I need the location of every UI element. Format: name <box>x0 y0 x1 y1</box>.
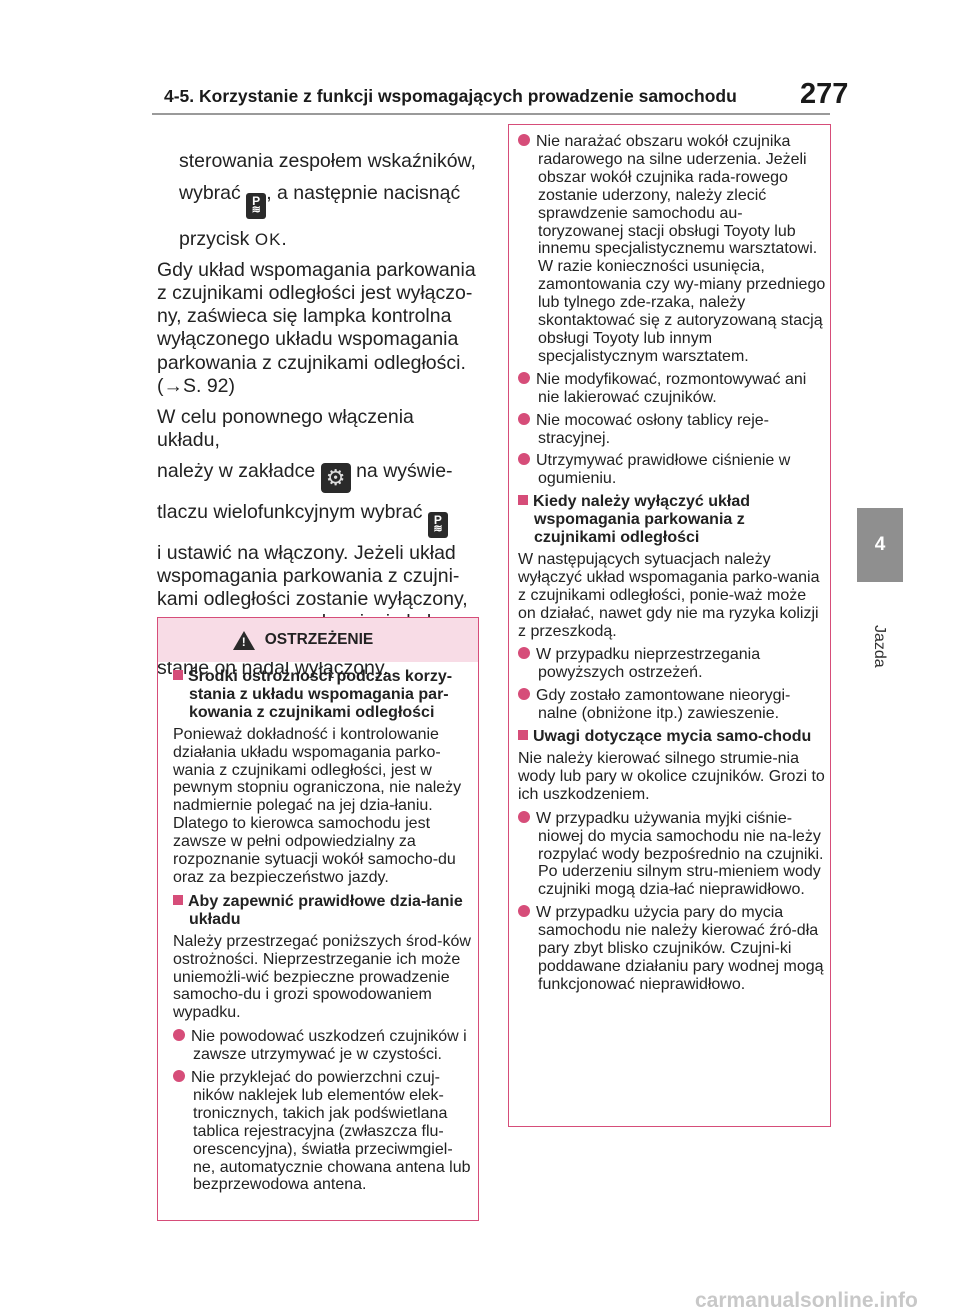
left-paragraph-3b: należy w zakładce ⚙ na wyświe- <box>157 460 479 493</box>
ok-button-glyph: OK <box>254 230 282 250</box>
left-paragraph-1c: przycisk OK. <box>157 228 479 251</box>
right-bullet-2: Nie modyfikować, rozmontowywać ani nie l… <box>518 371 826 407</box>
warning-bullet-2: Nie przyklejać do powierzchni czuj-ników… <box>173 1069 472 1194</box>
text: Aby zapewnić prawidłowe dzia-łanie układ… <box>188 892 463 928</box>
text: Gdy zostało zamontowane nieorygi-nalne (… <box>536 687 791 723</box>
bullet-dot-icon <box>518 371 530 384</box>
bullet-dot-icon <box>518 412 530 425</box>
text: Nie mocować osłony tablicy reje-stracyjn… <box>536 411 769 447</box>
warning-triangle-icon: ! <box>232 630 255 650</box>
bullet-dot-icon <box>518 647 530 660</box>
text: . <box>281 228 287 251</box>
parking-sensor-icon: P <box>246 193 267 220</box>
text: W przypadku użycia pary do mycia samocho… <box>536 904 824 993</box>
page-header-title: 4-5. Korzystanie z funkcji wspomagającyc… <box>164 86 737 106</box>
text: Nie narażać obszaru wokół czujnika radar… <box>536 133 826 365</box>
right-bullet-7: W przypadku używania myjki ciśnie-niowej… <box>518 810 826 900</box>
warning-label: OSTRZEŻENIE <box>264 631 374 648</box>
right-heading-2: Uwagi dotyczące mycia samo-chodu <box>518 728 826 746</box>
right-bullet-3: Nie mocować osłony tablicy reje-stracyjn… <box>518 412 826 448</box>
warning-box: ! OSTRZEŻENIE Środki ostrożności podczas… <box>157 617 479 1221</box>
right-bullet-8: W przypadku użycia pary do mycia samocho… <box>518 904 826 994</box>
text: Nie przyklejać do powierzchni czuj-ników… <box>191 1069 471 1194</box>
page-number: 277 <box>800 78 849 110</box>
watermark: carmanualsonline.info <box>695 1289 918 1312</box>
text: Nie modyfikować, rozmontowywać ani nie l… <box>536 370 807 406</box>
warning-content: Środki ostrożności podczas korzy-stania … <box>158 662 478 1194</box>
bullet-dot-icon <box>518 688 530 701</box>
bullet-dot-icon <box>518 134 530 146</box>
header-divider <box>152 113 830 115</box>
left-column: sterowania zespołem wskaźników, wybrać P… <box>157 150 479 681</box>
text: Środki ostrożności podczas korzy-stania … <box>188 668 453 721</box>
right-bullet-4: Utrzymywać prawidłowe ciśnienie w ogumie… <box>518 452 826 488</box>
right-bullet-5: W przypadku nieprzestrzegania powyższych… <box>518 646 826 682</box>
text: należy w zakładce <box>157 459 321 482</box>
text: Uwagi dotyczące mycia samo-chodu <box>533 728 812 746</box>
bullet-dot-icon <box>518 810 530 823</box>
square-bullet-icon <box>173 894 183 905</box>
warning-header: ! OSTRZEŻENIE <box>158 618 478 662</box>
warning-heading-2: Aby zapewnić prawidłowe dzia-łanie układ… <box>173 893 472 929</box>
chapter-label: Jazda <box>871 625 888 668</box>
left-paragraph-2: Gdy układ wspomagania parkowania z czujn… <box>157 259 476 374</box>
right-text-2: Nie należy kierować silnego strumie-nia … <box>518 750 825 803</box>
warning-text-1: Ponieważ dokładność i kontrolowanie dzia… <box>173 725 462 886</box>
bullet-dot-icon <box>518 905 530 918</box>
bullet-dot-icon <box>173 1029 185 1042</box>
left-paragraph-1b: wybrać P, a następnie nacisnąć <box>157 182 479 220</box>
text: , a następnie nacisnąć <box>266 182 461 205</box>
square-bullet-icon <box>173 670 183 680</box>
square-bullet-icon <box>518 495 528 506</box>
text: Utrzymywać prawidłowe ciśnienie w ogumie… <box>536 452 791 488</box>
left-paragraph-2-ref: (→S. 92) <box>157 374 236 397</box>
bullet-dot-icon <box>173 1070 185 1083</box>
text: W przypadku używania myjki ciśnie-niowej… <box>536 809 824 899</box>
text: na wyświe- <box>350 459 453 482</box>
right-content: Nie narażać obszaru wokół czujnika radar… <box>509 125 830 994</box>
bullet-dot-icon <box>518 453 530 466</box>
right-bullet-6: Gdy zostało zamontowane nieorygi-nalne (… <box>518 687 826 723</box>
warning-bullet-1: Nie powodować uszkodzeń czujników i zaws… <box>173 1028 472 1064</box>
left-paragraph-3c: tlaczu wielofunkcyjnym wybrać P <box>157 501 479 538</box>
chapter-tab: 4 <box>857 508 903 582</box>
warning-heading-1: Środki ostrożności podczas korzy-stania … <box>173 668 472 722</box>
gear-icon: ⚙ <box>320 462 351 493</box>
warning-text-2: Należy przestrzegać poniższych środ-ków … <box>173 932 471 1022</box>
text: Kiedy należy wyłączyć układ wspomagania … <box>533 493 750 547</box>
text: Nie powodować uszkodzeń czujników i zaws… <box>191 1028 467 1064</box>
left-paragraph-1a: sterowania zespołem wskaźników, <box>179 150 476 172</box>
right-heading-1: Kiedy należy wyłączyć układ wspomagania … <box>518 493 826 547</box>
square-bullet-icon <box>518 730 528 741</box>
text: tlaczu wielofunkcyjnym wybrać <box>157 500 428 523</box>
parking-sensor-icon: P <box>427 511 448 538</box>
right-text-1: W następujących sytuacjach należy wyłącz… <box>518 550 820 640</box>
right-box: Nie narażać obszaru wokół czujnika radar… <box>508 124 831 1127</box>
text: wybrać <box>179 182 247 205</box>
text: W przypadku nieprzestrzegania powyższych… <box>536 646 761 682</box>
text: przycisk <box>179 228 255 251</box>
left-paragraph-3a: W celu ponownego włączenia układu, <box>157 405 414 451</box>
right-bullet-1: Nie narażać obszaru wokół czujnika radar… <box>518 133 826 366</box>
